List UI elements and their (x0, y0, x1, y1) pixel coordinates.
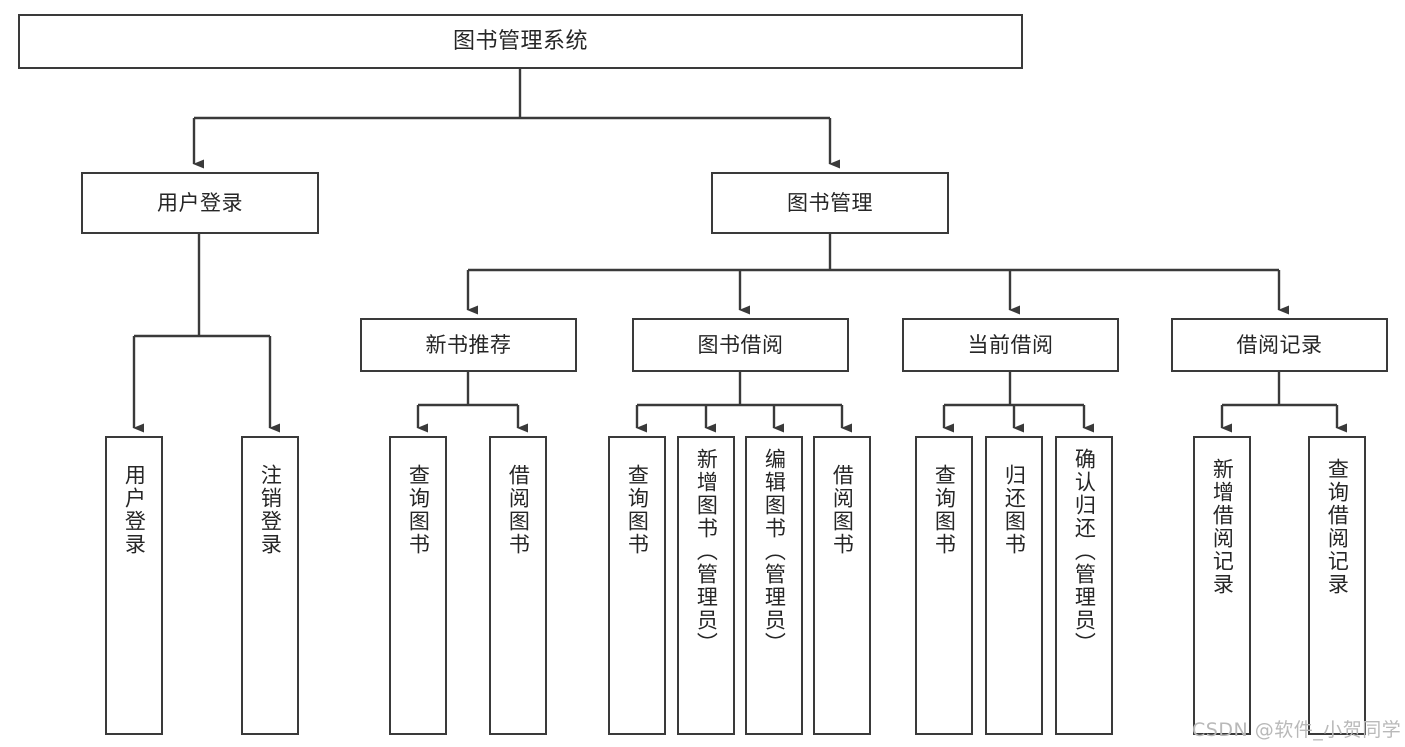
leaf-edit-book-label: 编辑图书（管理员） (762, 448, 787, 655)
leaf-borrow-book-1-label: 借阅图书 (506, 464, 531, 556)
leaf-borrow-book-2[interactable]: 借阅图书 (813, 436, 871, 735)
node-root-label: 图书管理系统 (452, 28, 588, 54)
node-new-book-recommend[interactable]: 新书推荐 (360, 318, 577, 372)
leaf-return-book-label: 归还图书 (1002, 464, 1027, 556)
leaf-query-record-label: 查询借阅记录 (1325, 458, 1350, 596)
node-current-borrow[interactable]: 当前借阅 (902, 318, 1119, 372)
node-current-borrow-label: 当前借阅 (967, 332, 1054, 357)
node-book-manage-label: 图书管理 (787, 190, 873, 215)
node-user-login[interactable]: 用户登录 (81, 172, 319, 234)
leaf-user-login-label: 用户登录 (122, 464, 147, 556)
leaf-query-book-3[interactable]: 查询图书 (915, 436, 973, 735)
leaf-confirm-return[interactable]: 确认归还（管理员） (1055, 436, 1113, 735)
leaf-edit-book[interactable]: 编辑图书（管理员） (745, 436, 803, 735)
node-root[interactable]: 图书管理系统 (18, 14, 1023, 69)
leaf-borrow-book-1[interactable]: 借阅图书 (489, 436, 547, 735)
leaf-confirm-return-label: 确认归还（管理员） (1072, 448, 1097, 655)
node-new-book-recommend-label: 新书推荐 (425, 332, 512, 357)
leaf-user-logout[interactable]: 注销登录 (241, 436, 299, 735)
node-book-manage[interactable]: 图书管理 (711, 172, 949, 234)
leaf-return-book[interactable]: 归还图书 (985, 436, 1043, 735)
node-borrow-record-label: 借阅记录 (1236, 332, 1323, 357)
leaf-borrow-book-2-label: 借阅图书 (830, 464, 855, 556)
csdn-watermark: CSDN @软件_小贺同学 (1192, 719, 1402, 741)
leaf-user-logout-label: 注销登录 (258, 464, 283, 556)
leaf-add-record[interactable]: 新增借阅记录 (1193, 436, 1251, 735)
leaf-add-book-label: 新增图书（管理员） (694, 448, 719, 655)
leaf-query-book-1-label: 查询图书 (406, 464, 431, 556)
leaf-query-book-2[interactable]: 查询图书 (608, 436, 666, 735)
leaf-add-book[interactable]: 新增图书（管理员） (677, 436, 735, 735)
leaf-query-book-2-label: 查询图书 (625, 464, 650, 556)
leaf-query-book-3-label: 查询图书 (932, 464, 957, 556)
leaf-query-record[interactable]: 查询借阅记录 (1308, 436, 1366, 735)
node-book-borrow-label: 图书借阅 (697, 332, 784, 357)
leaf-add-record-label: 新增借阅记录 (1210, 458, 1235, 596)
node-borrow-record[interactable]: 借阅记录 (1171, 318, 1388, 372)
leaf-user-login[interactable]: 用户登录 (105, 436, 163, 735)
leaf-query-book-1[interactable]: 查询图书 (389, 436, 447, 735)
node-book-borrow[interactable]: 图书借阅 (632, 318, 849, 372)
node-user-login-label: 用户登录 (157, 190, 243, 215)
